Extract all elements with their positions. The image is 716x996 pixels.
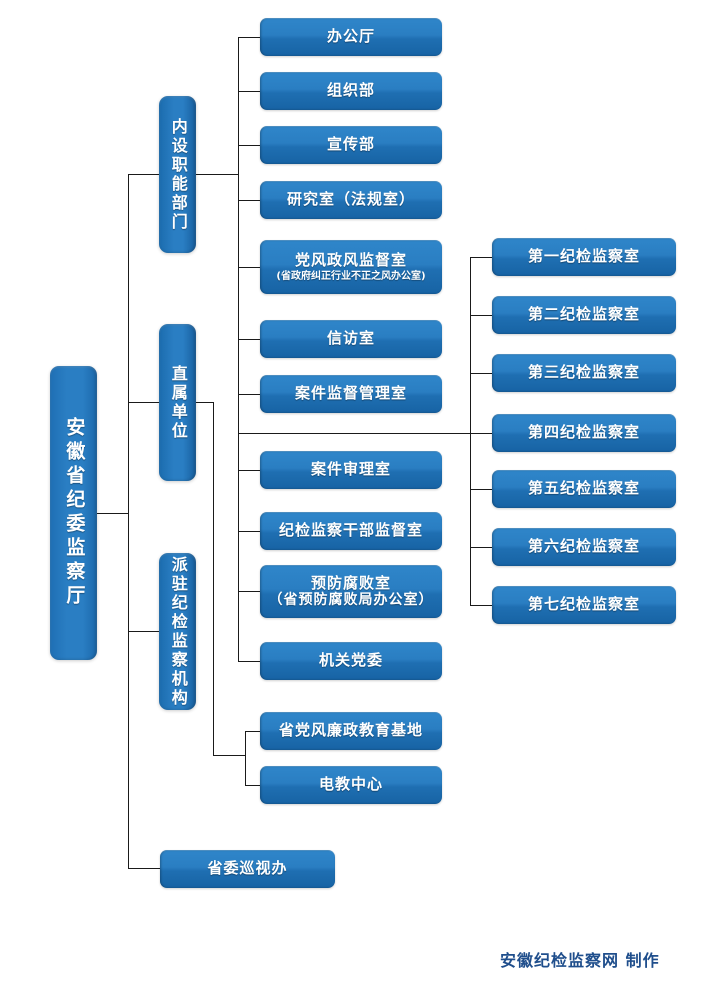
dept-node-petition-office[interactable]: 信访室 (260, 320, 442, 358)
category-label-internal-departments: 内设职能部门 (168, 117, 188, 232)
connector-inspection-1 (470, 257, 493, 258)
connector-dept-3 (238, 145, 261, 146)
inspection-office-label: 第二纪检监察室 (527, 305, 640, 324)
connector-inspection-7 (470, 605, 493, 606)
inspection-office-node-3[interactable]: 第三纪检监察室 (492, 354, 676, 392)
dept-node-party-conduct-supervision[interactable]: 党风政风监督室 (省政府纠正行业不正之风办公室) (260, 240, 442, 294)
dept-label: 宣传部 (326, 135, 375, 154)
category-label-direct-units: 直属单位 (168, 364, 188, 441)
dept-label: 信访室 (326, 329, 375, 348)
dept-node-organization[interactable]: 组织部 (260, 72, 442, 110)
connector-dept-10 (238, 591, 261, 592)
inspection-office-label: 第六纪检监察室 (527, 537, 640, 556)
connector-inspection-4 (470, 433, 493, 434)
dept-node-publicity[interactable]: 宣传部 (260, 126, 442, 164)
connector-dept-trunk (238, 37, 239, 662)
connector-main-trunk (128, 174, 129, 869)
dept-node-case-supervision-management[interactable]: 案件监督管理室 (260, 375, 442, 413)
dept-node-research-regulation[interactable]: 研究室（法规室） (260, 181, 442, 219)
connector-cat2-out (196, 402, 214, 403)
connector-to-category-2 (128, 402, 160, 403)
inspection-office-label: 第七纪检监察室 (527, 595, 640, 614)
connector-inspection-2 (470, 315, 493, 316)
connector-cat1-out (196, 174, 239, 175)
inspection-office-label: 第四纪检监察室 (527, 423, 640, 442)
connector-root-stub (97, 513, 129, 514)
dept-label: 研究室（法规室） (286, 190, 415, 209)
connector-inspection-3 (470, 373, 493, 374)
connector-dept-2 (238, 91, 261, 92)
category-label-stationed-agencies: 派驻纪检监察机构 (168, 555, 188, 708)
dept-label: 纪检监察干部监督室 (278, 521, 423, 540)
dept-node-general-office[interactable]: 办公厅 (260, 18, 442, 56)
direct-unit-node-av-education-center[interactable]: 电教中心 (260, 766, 442, 804)
root-node-label: 安徽省纪委监察厅 (63, 417, 86, 609)
category-node-direct-units[interactable]: 直属单位 (159, 324, 196, 481)
inspection-office-node-5[interactable]: 第五纪检监察室 (492, 470, 676, 508)
connector-direct-unit-trunk (245, 731, 246, 786)
dept-label: 组织部 (326, 81, 375, 100)
dept-node-organ-party-committee[interactable]: 机关党委 (260, 642, 442, 680)
dept-label: 办公厅 (326, 27, 375, 46)
standalone-label: 省委巡视办 (207, 859, 288, 878)
dept-label: 党风政风监督室 (294, 250, 407, 269)
inspection-office-node-7[interactable]: 第七纪检监察室 (492, 586, 676, 624)
inspection-office-node-4[interactable]: 第四纪检监察室 (492, 414, 676, 452)
direct-unit-node-education-base[interactable]: 省党风廉政教育基地 (260, 712, 442, 750)
connector-inspection-trunk (470, 257, 471, 605)
connector-dept-7 (238, 394, 261, 395)
dept-label: 案件监督管理室 (294, 384, 407, 403)
category-node-internal-departments[interactable]: 内设职能部门 (159, 96, 196, 253)
connector-inspection-feed (238, 433, 471, 434)
dept-node-cadre-supervision[interactable]: 纪检监察干部监督室 (260, 512, 442, 550)
connector-dept-11 (238, 661, 261, 662)
inspection-office-node-2[interactable]: 第二纪检监察室 (492, 296, 676, 334)
dept-sublabel: (省政府纠正行业不正之风办公室) (276, 270, 426, 282)
connector-dept-8 (238, 470, 261, 471)
inspection-office-node-6[interactable]: 第六纪检监察室 (492, 528, 676, 566)
connector-dept-9 (238, 531, 261, 532)
root-node-anhui-commission[interactable]: 安徽省纪委监察厅 (50, 366, 97, 660)
connector-dept-5 (238, 267, 261, 268)
connector-dept-4 (238, 200, 261, 201)
inspection-office-node-1[interactable]: 第一纪检监察室 (492, 238, 676, 276)
dept-sublabel: （省预防腐败局办公室） (268, 592, 434, 609)
connector-dept-1 (238, 37, 261, 38)
connector-direct-unit-2 (245, 785, 261, 786)
dept-label: 机关党委 (318, 651, 383, 670)
connector-inspection-5 (470, 489, 493, 490)
category-node-stationed-agencies[interactable]: 派驻纪检监察机构 (159, 553, 196, 710)
dept-label: 案件审理室 (310, 460, 391, 479)
connector-direct-unit-1 (245, 731, 261, 732)
standalone-node-provincial-inspection-office[interactable]: 省委巡视办 (160, 850, 335, 888)
direct-unit-label: 省党风廉政教育基地 (278, 721, 423, 740)
footer-credit: 安徽纪检监察网 制作 (500, 951, 660, 970)
inspection-office-label: 第五纪检监察室 (527, 479, 640, 498)
connector-inspection-6 (470, 547, 493, 548)
connector-cat2-drop (213, 402, 214, 755)
direct-unit-label: 电教中心 (318, 775, 383, 794)
dept-node-corruption-prevention[interactable]: 预防腐败室 （省预防腐败局办公室） (260, 565, 442, 618)
connector-to-category-1 (128, 174, 160, 175)
dept-node-case-trial[interactable]: 案件审理室 (260, 451, 442, 489)
connector-cat2-到-subtrunk (213, 755, 246, 756)
inspection-office-label: 第三纪检监察室 (527, 363, 640, 382)
dept-label: 预防腐败室 (310, 573, 391, 592)
connector-to-category-3 (128, 631, 160, 632)
inspection-office-label: 第一纪检监察室 (527, 247, 640, 266)
connector-dept-6 (238, 339, 261, 340)
connector-to-standalone (128, 868, 160, 869)
